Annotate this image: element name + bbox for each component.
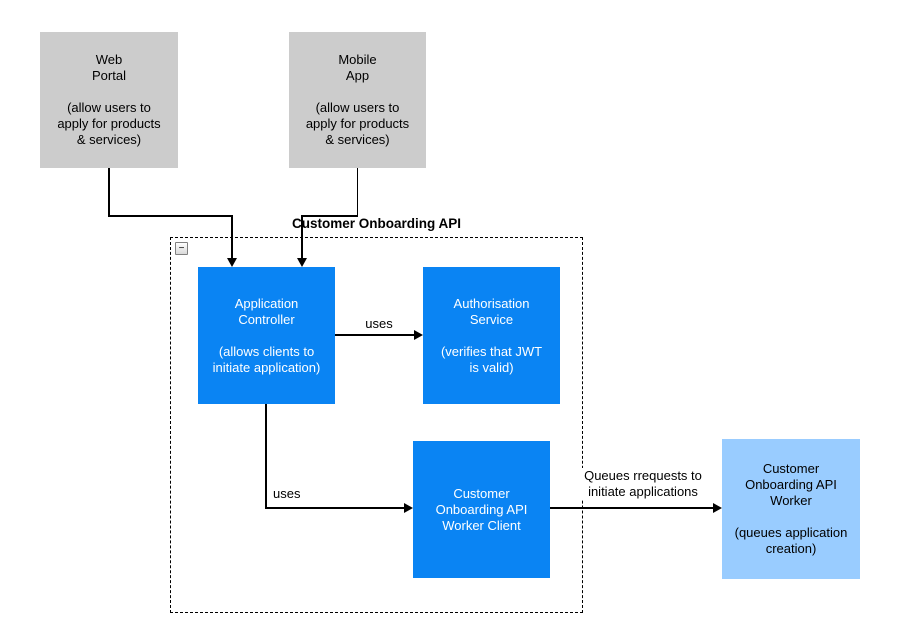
edge-segment [301,215,303,259]
arrowhead-down-icon [226,258,237,267]
edge-segment [550,507,713,509]
node-application-controller[interactable]: Application Controller (allows clients t… [198,267,335,404]
container-title: Customer Onboarding API [291,216,461,231]
arrowhead-right-icon [414,329,423,340]
node-web-portal[interactable]: Web Portal (allow users to apply for pro… [40,32,178,168]
edge-segment [108,168,110,216]
edge-segment [231,215,233,259]
node-worker-client[interactable]: Customer Onboarding API Worker Client [413,441,550,578]
container-customer-onboarding-api[interactable] [170,237,583,613]
edge-segment [265,507,405,509]
node-authorisation-service[interactable]: Authorisation Service (verifies that JWT… [423,267,560,404]
arrowhead-right-icon [404,502,413,513]
edge-segment [265,404,267,509]
edge-segment [335,334,415,336]
edge-label-uses-bottom: uses [271,486,303,502]
collapse-icon[interactable]: − [175,242,188,255]
edge-segment [301,215,359,217]
edge-segment [356,168,359,216]
arrowhead-right-icon [713,502,722,513]
arrowhead-down-icon [296,258,307,267]
edge-segment [108,215,233,217]
node-worker[interactable]: Customer Onboarding API Worker (queues a… [722,439,860,579]
node-mobile-app[interactable]: Mobile App (allow users to apply for pro… [289,32,426,168]
edge-label-queues-requests: Queues rrequests to initiate application… [566,468,720,500]
edge-label-uses-top: uses [347,316,411,332]
